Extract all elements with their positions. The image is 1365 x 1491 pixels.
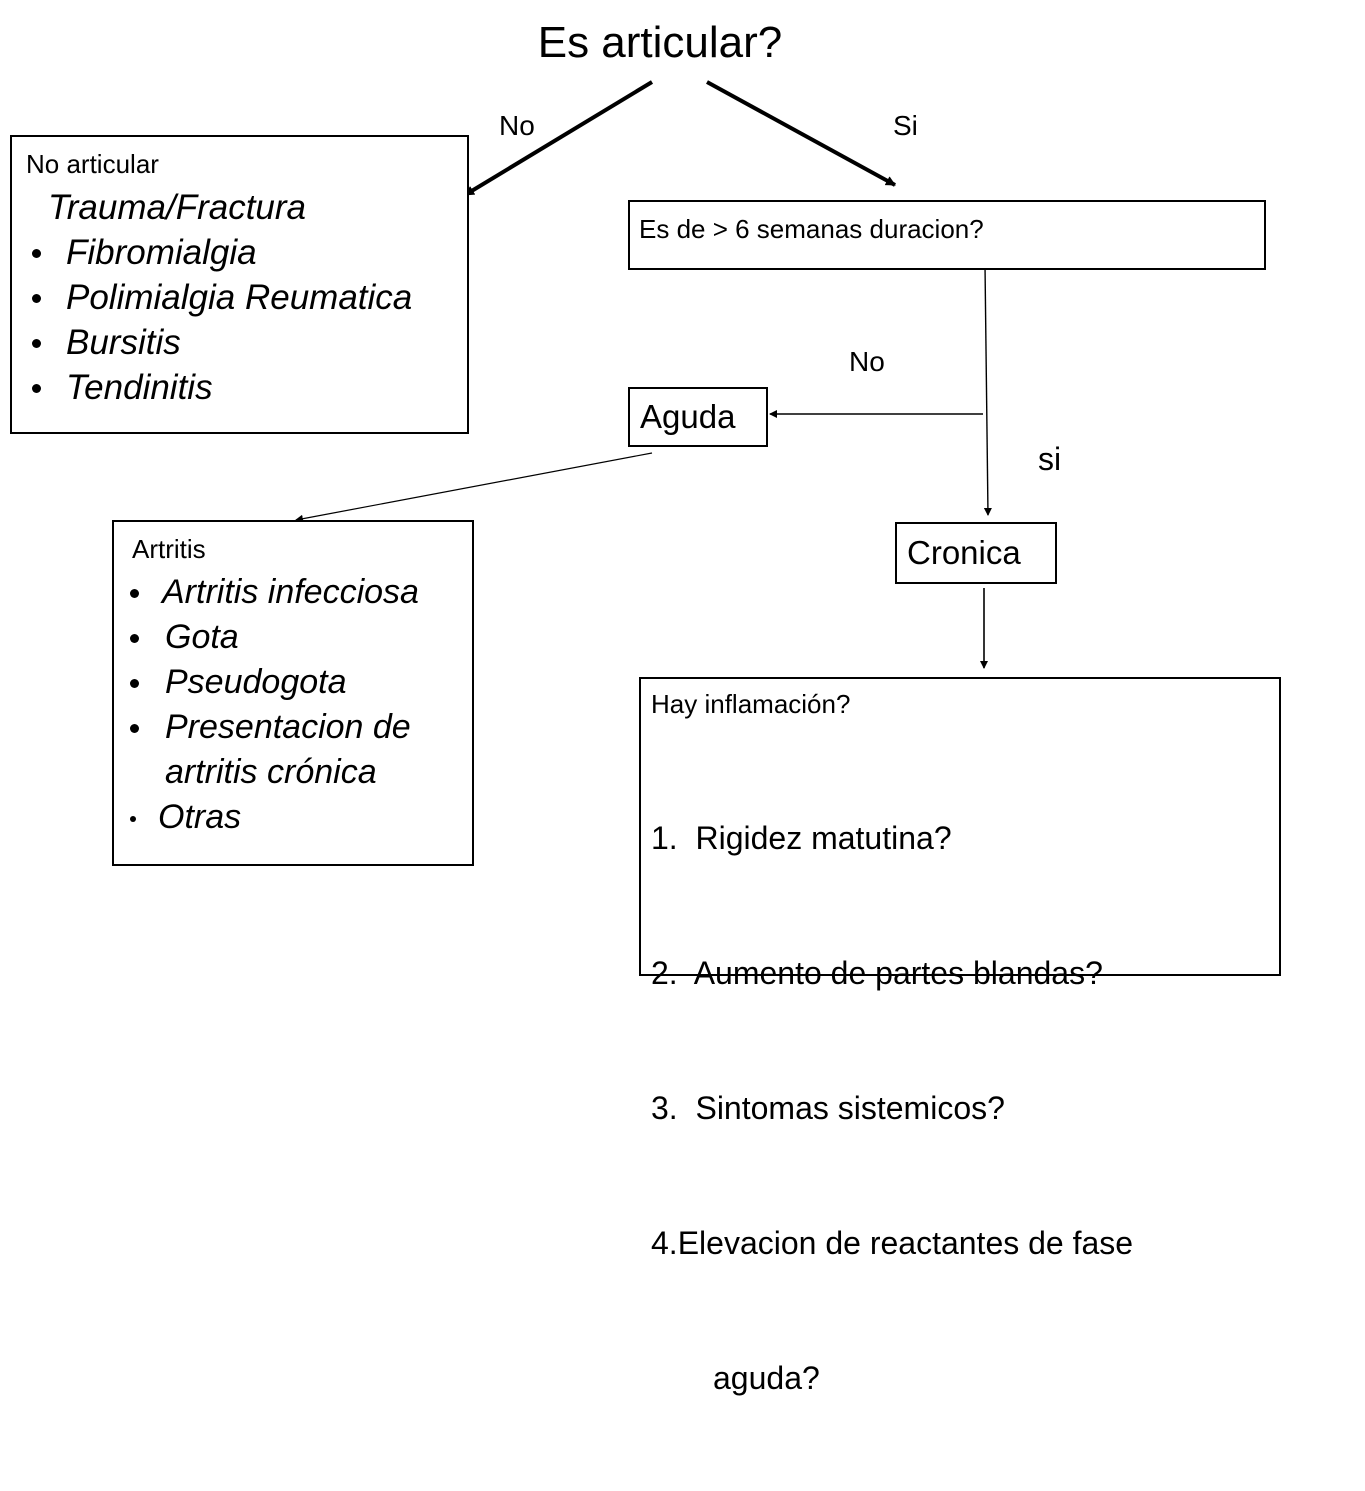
list-item-continuation: artritis crónica (165, 753, 377, 791)
list-item: Fibromialgia (30, 230, 412, 275)
no-articular-list: Fibromialgia Polimialgia Reumatica Bursi… (30, 230, 412, 410)
artritis-box: Artritis Artritis infecciosa Gota Pseudo… (112, 520, 474, 866)
artritis-heading: Artritis (132, 534, 206, 564)
list-item: Otras (128, 795, 419, 840)
bullet-icon (130, 816, 136, 822)
aguda-label: Aguda (640, 398, 736, 435)
list-item: Polimialgia Reumatica (30, 275, 412, 320)
inflamacion-list: 1. Rigidez matutina? 2. Aumento de parte… (651, 726, 1133, 1491)
bullet-icon (130, 724, 139, 733)
bullet-icon (130, 679, 139, 688)
connector-lines (295, 80, 992, 669)
edge-label-si-1: Si (893, 110, 918, 141)
list-item: Presentacion de (128, 705, 419, 750)
list-item: Bursitis (30, 320, 412, 365)
list-item: Pseudogota (128, 660, 419, 705)
bullet-icon (32, 249, 41, 258)
bullet-icon (130, 589, 139, 598)
list-item: 1. Rigidez matutina? (651, 820, 952, 856)
list-item: 4.Elevacion de reactantes de fase (651, 1225, 1134, 1261)
edge-label-no-1: No (499, 110, 535, 141)
artritis-list: Artritis infecciosa Gota Pseudogota Pres… (128, 570, 419, 840)
list-item: 2. Aumento de partes blandas? (651, 955, 1103, 991)
edge-label-si-2: si (1038, 441, 1062, 477)
bullet-icon (32, 339, 41, 348)
arrow-to-duration (706, 80, 896, 187)
arrow-to-no-articular (463, 80, 654, 197)
aguda-box: Aguda (628, 387, 768, 447)
diagram-title: Es articular? (537, 18, 783, 67)
list-item: Tendinitis (30, 365, 412, 410)
list-item: Gota (128, 615, 419, 660)
edge-label-no-2: No (849, 346, 885, 377)
no-articular-box: No articular Trauma/Fractura Fibromialgi… (10, 135, 469, 434)
arrow-to-cronica (983, 264, 992, 516)
list-item-continuation: aguda? (713, 1360, 820, 1396)
duration-question-box: Es de > 6 semanas duracion? (628, 200, 1266, 270)
inflamacion-heading: Hay inflamación? (651, 689, 851, 719)
cronica-box: Cronica (895, 522, 1057, 584)
cronica-label: Cronica (907, 534, 1021, 571)
list-item: Artritis infecciosa (128, 570, 419, 615)
duration-question-text: Es de > 6 semanas duracion? (639, 214, 984, 244)
bullet-icon (32, 294, 41, 303)
bullet-icon (130, 634, 139, 643)
arrow-to-artritis (295, 452, 653, 523)
inflamacion-box: Hay inflamación? 1. Rigidez matutina? 2.… (639, 677, 1281, 1396)
no-articular-first-item: Trauma/Fractura (48, 188, 307, 227)
no-articular-heading: No articular (26, 149, 159, 179)
bullet-icon (32, 384, 41, 393)
list-item: 3. Sintomas sistemicos? (651, 1090, 1005, 1126)
